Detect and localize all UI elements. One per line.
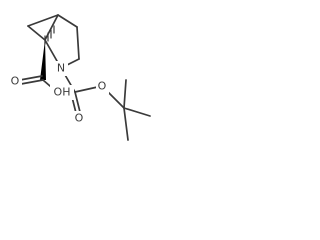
carboxylic-acid-group — [19, 40, 58, 93]
molecule-structure: N O OH O O — [9, 14, 151, 141]
bond-tbu-methyl-top — [123, 79, 127, 109]
bond-carbonyl-o-a — [74, 91, 81, 113]
bond-tbu-methyl-bottom — [123, 107, 129, 141]
atom-labels: N O OH O O — [9, 61, 109, 126]
bond-ring-right — [76, 26, 80, 60]
bold-wedge-bond — [40, 40, 46, 80]
bond-cyclopropane-top — [44, 14, 59, 41]
bond-acid-co-a — [20, 79, 44, 85]
bond-acid-co-b — [19, 75, 43, 81]
atom-label-nitrogen: N — [57, 62, 65, 75]
bond-cyclopropane-left — [27, 25, 46, 41]
bond-cyclopropane-base — [27, 14, 59, 27]
bond-tbu-methyl-right — [123, 107, 151, 117]
atom-label-carbonyl-oxygen: O — [11, 75, 20, 88]
bond-ring-top — [57, 14, 78, 28]
atom-label-hydroxyl: OH — [54, 86, 71, 99]
atom-label-boc-carbonyl-oxygen: O — [75, 112, 84, 125]
ring-bonds — [27, 14, 80, 69]
atom-label-ester-oxygen: O — [98, 80, 107, 93]
